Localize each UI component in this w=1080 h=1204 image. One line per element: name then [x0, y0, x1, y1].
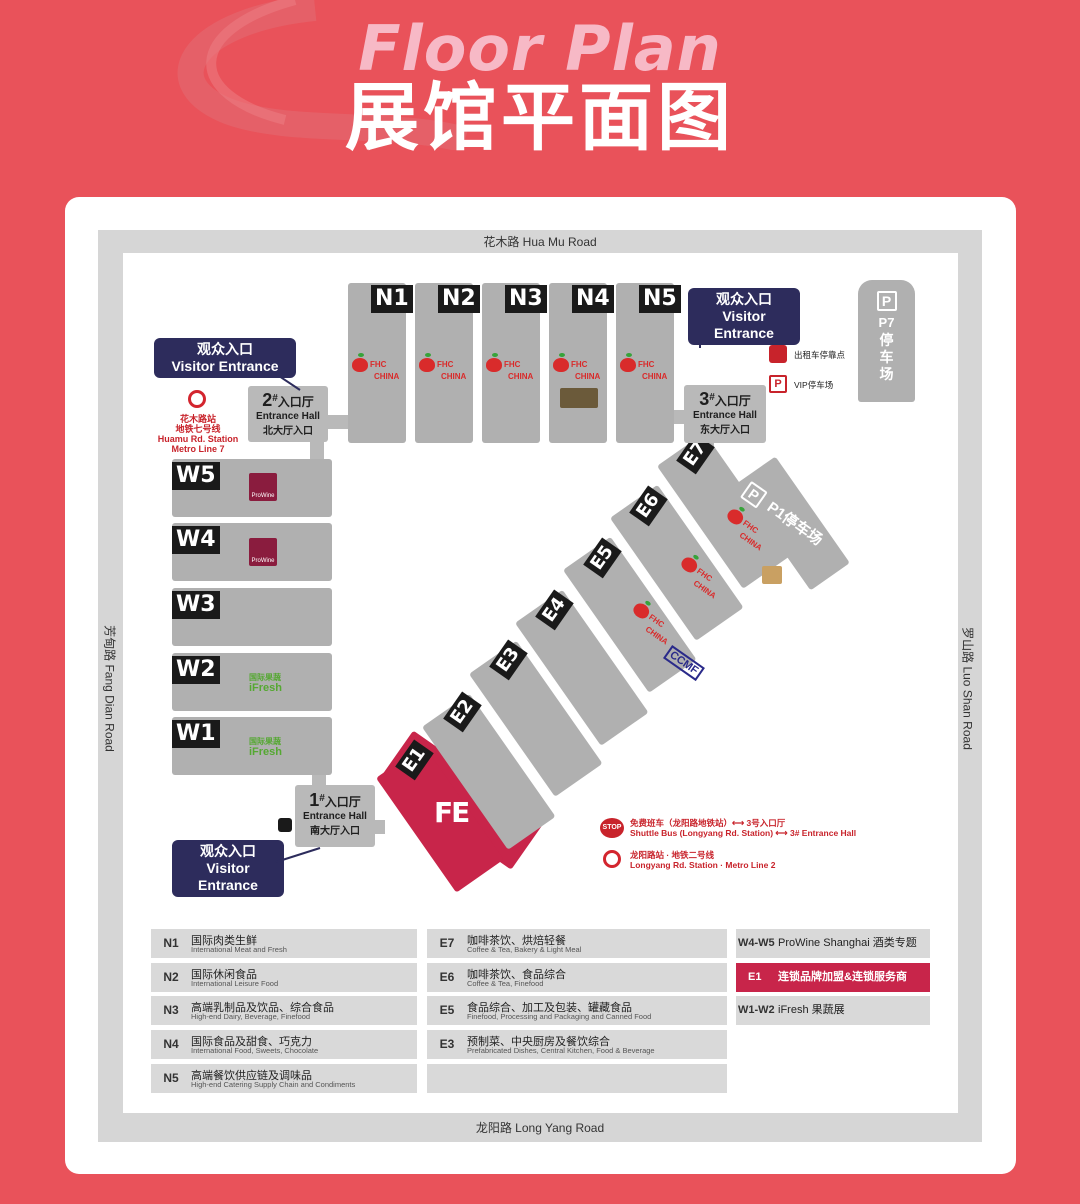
taxi-icon: [769, 345, 787, 363]
hall-label-n3: N3: [505, 285, 547, 313]
e7-secondary-logo: [762, 566, 782, 584]
hall-e3-shape: [470, 641, 602, 796]
hall-e1-shape: [377, 745, 503, 892]
stop-icon: STOP: [600, 818, 624, 838]
hall-e7-shape: [658, 433, 790, 588]
metro-line2-en: Longyang Rd. Station · Metro Line 2: [630, 860, 776, 870]
vip-parking-label: VIP停车场: [794, 380, 834, 390]
hall-label-w2: W2: [172, 656, 220, 684]
entrance-hall-north[interactable]: 2#入口厅 Entrance Hall 北大厅入口: [248, 386, 328, 442]
prowine-logo-w4: ProWine: [249, 538, 277, 566]
hall-e6-shape: [611, 485, 743, 640]
metro-line7-icon: [188, 390, 206, 408]
entrance-hall-east[interactable]: 3#入口厅 Entrance Hall 东大厅入口: [684, 385, 766, 443]
prowine-logo-w5: ProWine: [249, 473, 277, 501]
hall-label-n4: N4: [572, 285, 614, 313]
legend-row-empty: [427, 1064, 727, 1093]
title-chinese: 展馆平面图: [345, 75, 735, 161]
hall-e4-shape: [516, 590, 648, 745]
metro-line2-cn: 龙阳路站 · 地铁二号线: [630, 850, 715, 860]
hall-label-w5: W5: [172, 462, 220, 490]
bus-icon: [278, 818, 292, 832]
hall-e2-shape: [423, 694, 555, 849]
legend-row-e1: E1 连锁品牌加盟&连锁服务商: [736, 963, 930, 992]
title-english: Floor Plan: [358, 12, 722, 85]
hall-label-w3: W3: [172, 591, 220, 619]
hall-label-w1: W1: [172, 720, 220, 748]
hall-label-n5: N5: [639, 285, 681, 313]
hall-label-n1: N1: [371, 285, 413, 313]
hall-label-w4: W4: [172, 526, 220, 554]
shuttle-en: Shuttle Bus (Longyang Rd. Station) ⟷ 3# …: [630, 828, 857, 838]
legend-row-w1-w2: W1-W2 iFresh 果蔬展: [736, 996, 930, 1025]
entrance-hall-south[interactable]: 1#入口厅 Entrance Hall 南大厅入口: [295, 785, 375, 847]
vip-parking-icon: P: [769, 375, 787, 393]
taxi-label: 出租车停靠点: [794, 350, 846, 360]
hall-label-n2: N2: [438, 285, 480, 313]
p1-parking-shape: [737, 457, 849, 590]
p7-label: P7: [878, 315, 895, 330]
road-south: 龙阳路 Long Yang Road: [475, 1121, 605, 1135]
fe-logo: FE: [434, 796, 470, 829]
shuttle-cn: 免费班车（龙阳路地铁站）⟷ 3号入口厅: [630, 818, 786, 828]
road-north: 花木路 Hua Mu Road: [483, 235, 597, 249]
hall-e5-shape: [564, 537, 696, 692]
p7-cn: 停车场: [879, 332, 894, 382]
p7-parking[interactable]: P P7 停车场: [858, 280, 915, 402]
metro-line2-icon: [603, 850, 621, 868]
p7-p-icon: P: [876, 291, 897, 311]
legend-row-w4-w5: W4-W5 ProWine Shanghai 酒类专题: [736, 929, 930, 958]
n4-secondary-logo: [560, 388, 598, 408]
title-swirl: [165, 0, 485, 153]
